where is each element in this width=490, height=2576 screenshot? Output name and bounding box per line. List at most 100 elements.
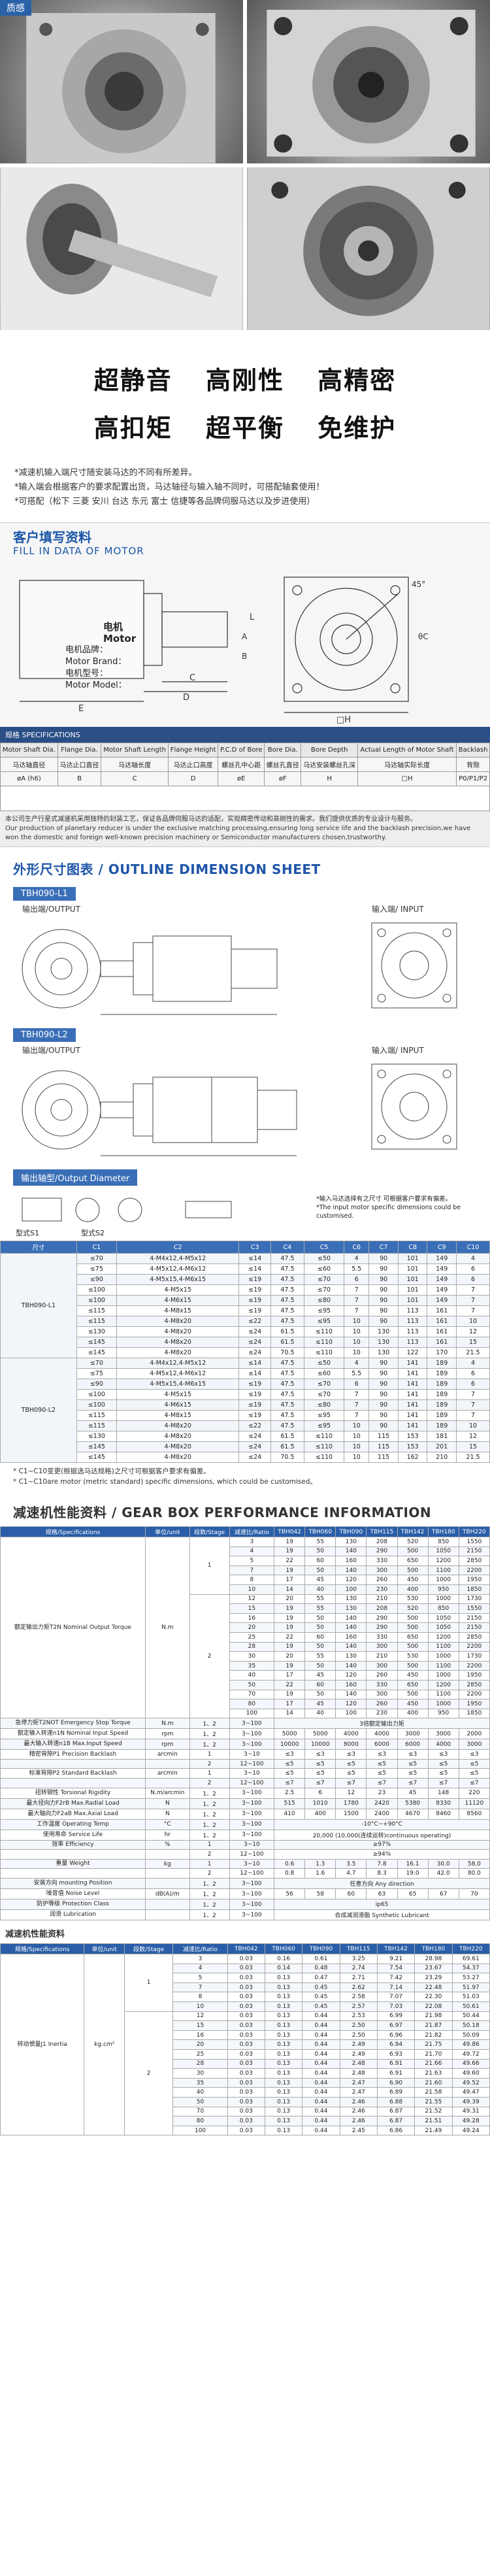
perf-unit: °C	[145, 1818, 190, 1830]
dim-cell: ≤22	[238, 1420, 271, 1431]
perf-cell: 290	[366, 1613, 398, 1624]
motor-label: 电机	[103, 621, 123, 633]
dim-cell: 90	[368, 1379, 399, 1390]
dim-cell: ≤19	[238, 1399, 271, 1411]
dim-header: 尺寸	[0, 1241, 77, 1254]
perf-header: 规格/Specifications	[0, 1526, 146, 1537]
perf-cell: 55	[304, 1603, 336, 1614]
dim-cell: 101	[397, 1253, 428, 1264]
dim-cell: ≤130	[76, 1431, 118, 1442]
perf-cell: 1550	[458, 1603, 490, 1614]
inertia-cell: 6.94	[376, 2039, 416, 2050]
perf-cell: ≤3	[335, 1749, 367, 1760]
perf-header: TBH090	[335, 1526, 367, 1537]
dim-cell: ≤19	[238, 1305, 271, 1316]
inertia-cell: 3.25	[339, 1954, 378, 1964]
dim-cell: 15	[455, 1441, 490, 1452]
perf-cell: 1200	[427, 1631, 459, 1643]
perf-cell: 3000	[427, 1728, 459, 1740]
dim-cell: 4-M8x20	[116, 1431, 240, 1442]
inertia-cell: 2.49	[339, 2039, 378, 2050]
inertia-cell: 0.03	[227, 2049, 265, 2060]
spec-blank-row[interactable]	[0, 786, 490, 811]
dim-cell: 162	[397, 1452, 428, 1463]
dim-cell: 4-M8x20	[116, 1420, 240, 1431]
perf-cell: ≤3	[458, 1749, 490, 1760]
perf-cell: 4000	[366, 1728, 398, 1740]
inertia-cell: 0.03	[227, 2106, 265, 2117]
dim-cell: 7	[344, 1284, 370, 1296]
inertia-header: 减速比/Ratio	[172, 1943, 228, 1955]
dim-cell: 161	[427, 1337, 457, 1348]
dim-cell: ≤19	[238, 1410, 271, 1421]
dim-cell: 115	[368, 1452, 399, 1463]
perf-cell: 28	[229, 1641, 275, 1652]
perf-cell: 650	[397, 1679, 429, 1690]
spec-unit: □H	[357, 771, 457, 786]
dim-cell: 7	[455, 1284, 490, 1296]
dim-cell: 47.5	[270, 1295, 304, 1306]
dim-cell: 189	[427, 1379, 457, 1390]
perf-cell: 5000	[304, 1728, 336, 1740]
dim-cell: 4-M8x20	[116, 1452, 240, 1463]
perf-cell: 50	[304, 1565, 336, 1576]
perf-unit: N	[145, 1808, 190, 1820]
dim-cell: 189	[427, 1389, 457, 1400]
dim-cell: ≤19	[238, 1379, 271, 1390]
perf-cell: 14	[274, 1584, 306, 1595]
inertia-cell: 0.44	[302, 2096, 340, 2107]
perf-cell: 120	[335, 1670, 367, 1681]
perf-cell: 160	[335, 1556, 367, 1566]
motor-drawing: L C D E A B □H 45° θC 电机 Motor 电机品牌： Mot…	[7, 561, 483, 725]
dim-cell: ≤24	[238, 1347, 271, 1358]
spec-header-cn: 螺丝孔中心距	[218, 757, 265, 772]
perf-ratio: 3~100	[229, 1829, 275, 1841]
inertia-cell: 0.47	[302, 1973, 340, 1983]
inertia-cell: 0.13	[264, 2049, 303, 2060]
slogan: 高刚性	[205, 366, 284, 395]
dim-cell: 70.5	[270, 1347, 304, 1358]
dim-cell: 4-M8x15	[116, 1305, 240, 1316]
perf-cell: ≤7	[366, 1778, 398, 1788]
perf-header: TBH115	[366, 1526, 398, 1537]
gear-illustration	[247, 167, 490, 330]
dim-cell: 7	[344, 1389, 370, 1400]
photo-flange-square	[247, 0, 490, 163]
perf-unit: dB(A)/m	[145, 1888, 190, 1900]
perf-cell: 530	[397, 1594, 429, 1605]
dim-cell: 10	[455, 1420, 490, 1431]
dim-cell: ≤24	[238, 1452, 271, 1463]
perf-cell: ≤5	[458, 1768, 490, 1779]
inertia-cell: 50.18	[451, 2020, 490, 2031]
perf-cell: 7.8	[366, 1858, 398, 1869]
inertia-cell: 16	[172, 2030, 228, 2041]
dim-cell: ≤110	[303, 1431, 345, 1442]
perf-cell: 290	[366, 1622, 398, 1633]
perf-stage: 1、2	[189, 1718, 230, 1730]
perf-param-name: 最大轴向力F2aB Max.Axial Load	[0, 1808, 146, 1820]
perf-cell: 2850	[458, 1679, 490, 1690]
perf-header: TBH142	[397, 1526, 429, 1537]
perf-cell: 6000	[366, 1739, 398, 1750]
perf-header: TBH042	[274, 1526, 306, 1537]
inertia-cell: 6.88	[376, 2096, 416, 2107]
inertia-stage: 1	[123, 1954, 174, 2012]
perf-cell: 1730	[458, 1651, 490, 1662]
inertia-cell: 22.08	[414, 2001, 453, 2012]
perf-ratio: 3~100	[229, 1808, 275, 1820]
perf-cell: ≤7	[427, 1778, 459, 1788]
dim-cell: ≤50	[303, 1358, 345, 1369]
perf-cell: 22	[274, 1631, 306, 1643]
note-line: *输入端会根据客户的要求配置出货，马达轴径与输入轴不同时，可搭配轴套使用！	[14, 482, 325, 492]
